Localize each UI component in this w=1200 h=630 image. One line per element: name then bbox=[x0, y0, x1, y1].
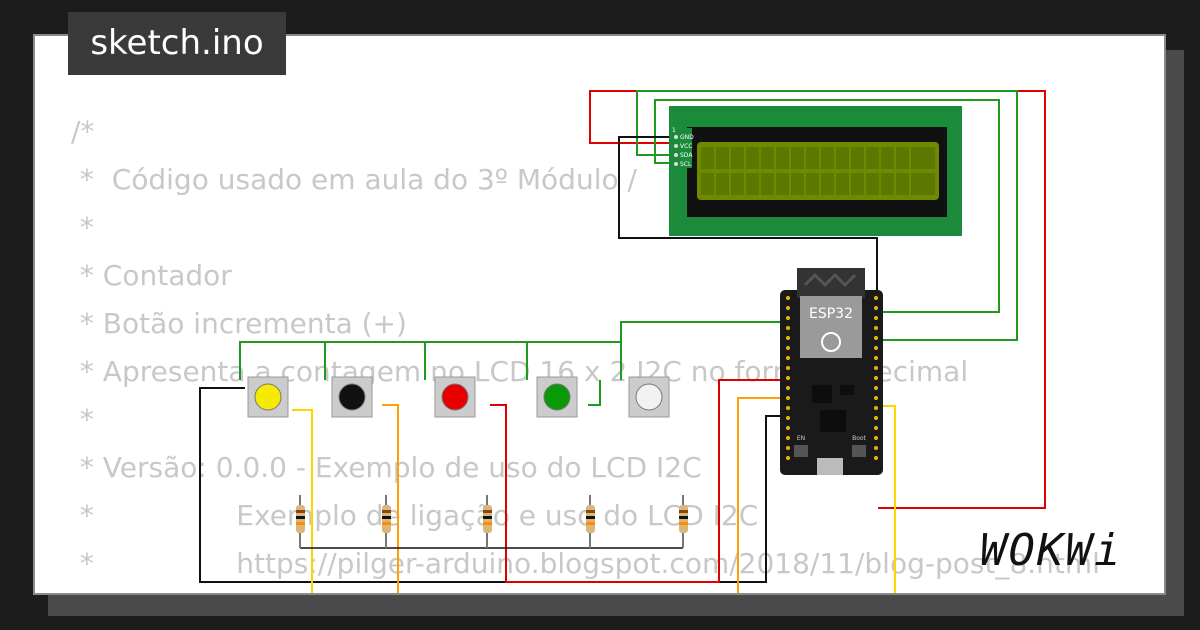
code-preview: /* * Código usado em aula do 3º Módulo /… bbox=[71, 108, 1100, 593]
pushbutton-yellow[interactable] bbox=[247, 376, 289, 418]
wire-bus-top bbox=[425, 341, 528, 380]
lcd-pin-label: GND bbox=[680, 134, 694, 141]
resistor bbox=[586, 495, 595, 548]
boot-label: Boot bbox=[852, 435, 866, 442]
pushbutton-black[interactable] bbox=[331, 376, 373, 418]
wire-yellow-right bbox=[878, 405, 896, 593]
resistor bbox=[382, 495, 391, 548]
code-line: * Versão: 0.0.0 - Exemplo de uso do LCD … bbox=[71, 451, 702, 484]
wire-btn2 bbox=[382, 404, 399, 593]
resistor bbox=[679, 495, 688, 548]
wire-bus-top bbox=[527, 341, 622, 380]
resistor bbox=[483, 495, 492, 548]
wire-bus-top bbox=[620, 321, 790, 342]
code-line: * Exemplo de ligação e uso do LCD I2C bbox=[71, 499, 759, 532]
code-line: * https://pilger-arduino.blogspot.com/20… bbox=[71, 547, 1100, 580]
espressif-logo-icon bbox=[821, 332, 841, 352]
wire-btn4 bbox=[737, 397, 790, 593]
sketch-title: sketch.ino bbox=[68, 12, 286, 75]
wokwi-logo: WOKWi bbox=[980, 525, 1123, 576]
resistor bbox=[296, 495, 305, 548]
code-line: * bbox=[71, 403, 94, 436]
en-button[interactable] bbox=[794, 445, 808, 457]
esp32-label: ESP32 bbox=[809, 306, 853, 322]
wire-yellow-left bbox=[292, 409, 313, 593]
pushbutton-green[interactable] bbox=[536, 376, 578, 418]
pushbutton-red[interactable] bbox=[434, 376, 476, 418]
pushbutton-white[interactable] bbox=[628, 376, 670, 418]
code-line: /* bbox=[71, 115, 95, 148]
usb-port-icon bbox=[817, 458, 843, 475]
wire-btn1 bbox=[199, 387, 790, 583]
wire-scl bbox=[618, 136, 878, 292]
wire-bus-top bbox=[588, 380, 601, 406]
wire-sda bbox=[654, 99, 1000, 313]
boot-button[interactable] bbox=[852, 445, 866, 457]
code-line: * Código usado em aula do 3º Módulo / bbox=[71, 163, 637, 196]
wire-vcc bbox=[636, 90, 1018, 341]
lcd-pin-label: VCC bbox=[680, 143, 692, 150]
lcd-pin-label: SCL bbox=[680, 161, 692, 168]
lcd-display: 1 GND VCC SDA SCL bbox=[669, 106, 962, 236]
code-line: * Botão incrementa (+) bbox=[71, 307, 407, 340]
wire-bus-top bbox=[325, 341, 426, 380]
lcd-pin-label: SDA bbox=[680, 152, 693, 159]
code-line: * Contador bbox=[71, 259, 232, 292]
lcd-pin1-label: 1 bbox=[672, 127, 676, 134]
wire-bus-top bbox=[239, 341, 326, 380]
wire-btn3 bbox=[490, 379, 790, 583]
en-label: EN bbox=[797, 435, 805, 442]
code-line: * bbox=[71, 211, 94, 244]
esp32-board: ESP32 Boot EN bbox=[780, 268, 883, 475]
preview-card: /* * Código usado em aula do 3º Módulo /… bbox=[33, 34, 1166, 595]
